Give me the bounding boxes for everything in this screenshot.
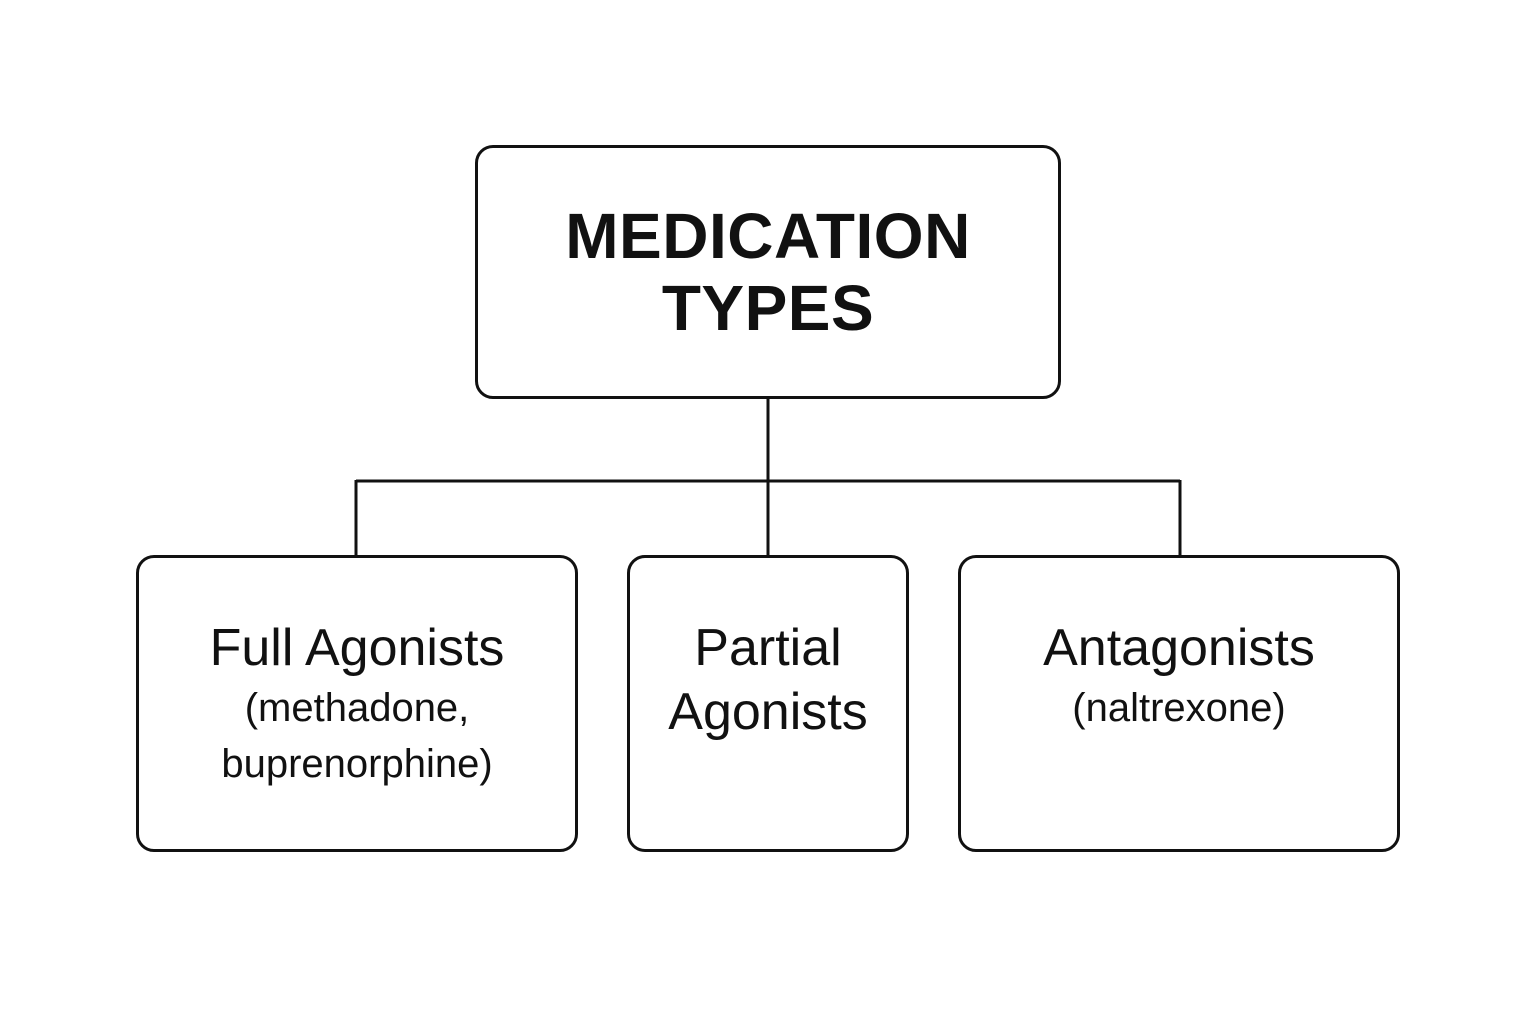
root-title-line2: TYPES [661, 272, 875, 344]
node-label: Full Agonists [209, 619, 505, 677]
node-detail: (methadone, buprenorphine) [221, 686, 493, 786]
node-detail: (naltrexone) [1072, 686, 1286, 730]
node-antagonists: Antagonists (naltrexone) [958, 555, 1400, 852]
node-partial-agonists: Partial Agonists [627, 555, 909, 852]
node-label: Antagonists [1043, 619, 1315, 677]
root-title-line1: MEDICATION [565, 200, 971, 272]
root-node-medication-types: MEDICATION TYPES [475, 145, 1061, 399]
node-full-agonists: Full Agonists (methadone, buprenorphine) [136, 555, 578, 852]
node-label-line2: Agonists [668, 683, 868, 741]
node-label-line1: Partial [694, 619, 842, 677]
